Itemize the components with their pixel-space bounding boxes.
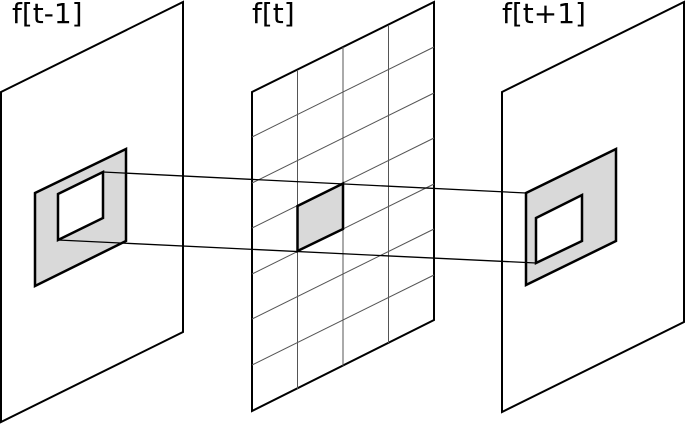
- reference-block-prev: [56, 169, 105, 243]
- label-frame-prev: f[t-1]: [12, 0, 83, 30]
- frame-curr: [251, 0, 435, 413]
- projection-line-bottom: [57, 239, 537, 264]
- frame-next: [501, 0, 685, 414]
- current-block: [296, 181, 345, 253]
- projection-line-top: [102, 171, 527, 194]
- frame-prev: [0, 0, 184, 424]
- label-frame-curr: f[t]: [252, 0, 295, 30]
- projection-lines: [57, 171, 537, 264]
- reference-block-next: [534, 192, 584, 265]
- label-frame-next: f[t+1]: [502, 0, 586, 30]
